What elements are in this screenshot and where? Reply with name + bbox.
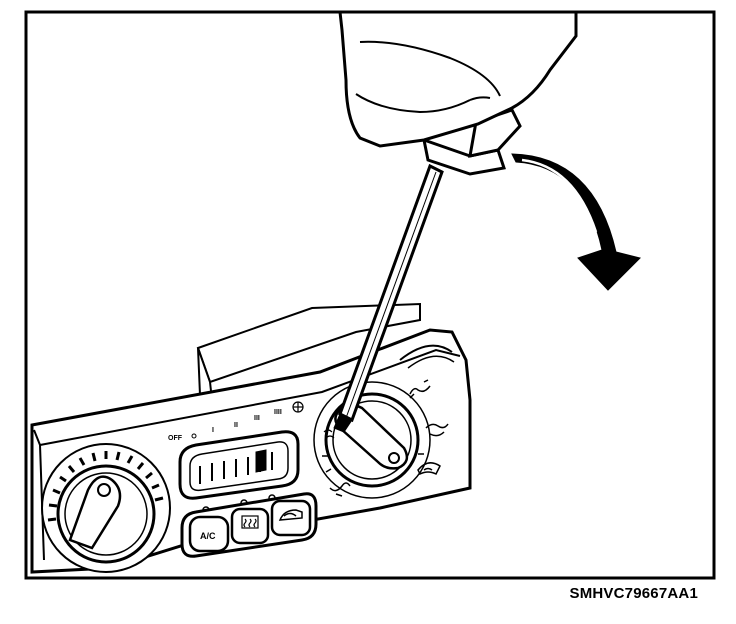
fan-label-1: I: [212, 427, 214, 434]
recirculation-icon: [278, 509, 303, 521]
arrow-icon: [511, 153, 641, 291]
foot-vent-icon: [329, 482, 351, 497]
fan-label-off: OFF: [168, 435, 183, 442]
fan-slider: [178, 430, 300, 500]
fan-label-4: IIII: [274, 409, 282, 416]
defrost-windshield-icon: [417, 462, 441, 476]
temperature-knob[interactable]: [41, 443, 171, 573]
screwdriver-icon: [333, 108, 522, 433]
vent-icon-left: [323, 429, 335, 439]
hand-icon: [338, 10, 578, 148]
figure-code: SMHVC79667AA1: [569, 585, 698, 602]
indicator-dot: [191, 433, 197, 439]
face-vent-icon: [409, 379, 431, 395]
ac-button[interactable]: A/C: [188, 515, 230, 553]
temperature-scale: [47, 451, 164, 522]
fan-speed-labels: OFF I II III IIII: [168, 401, 304, 442]
bilevel-icon: [425, 423, 449, 437]
rear-defrost-button[interactable]: [230, 507, 270, 545]
recirculation-button[interactable]: [270, 499, 312, 537]
fan-label-2: II: [234, 422, 238, 429]
defrost-icon: [241, 515, 259, 529]
mode-tick-marks: [322, 393, 424, 473]
fan-icon: [292, 401, 304, 413]
fan-label-3: III: [254, 415, 260, 422]
ac-button-label: A/C: [200, 531, 216, 541]
button-row: A/C: [180, 492, 318, 558]
